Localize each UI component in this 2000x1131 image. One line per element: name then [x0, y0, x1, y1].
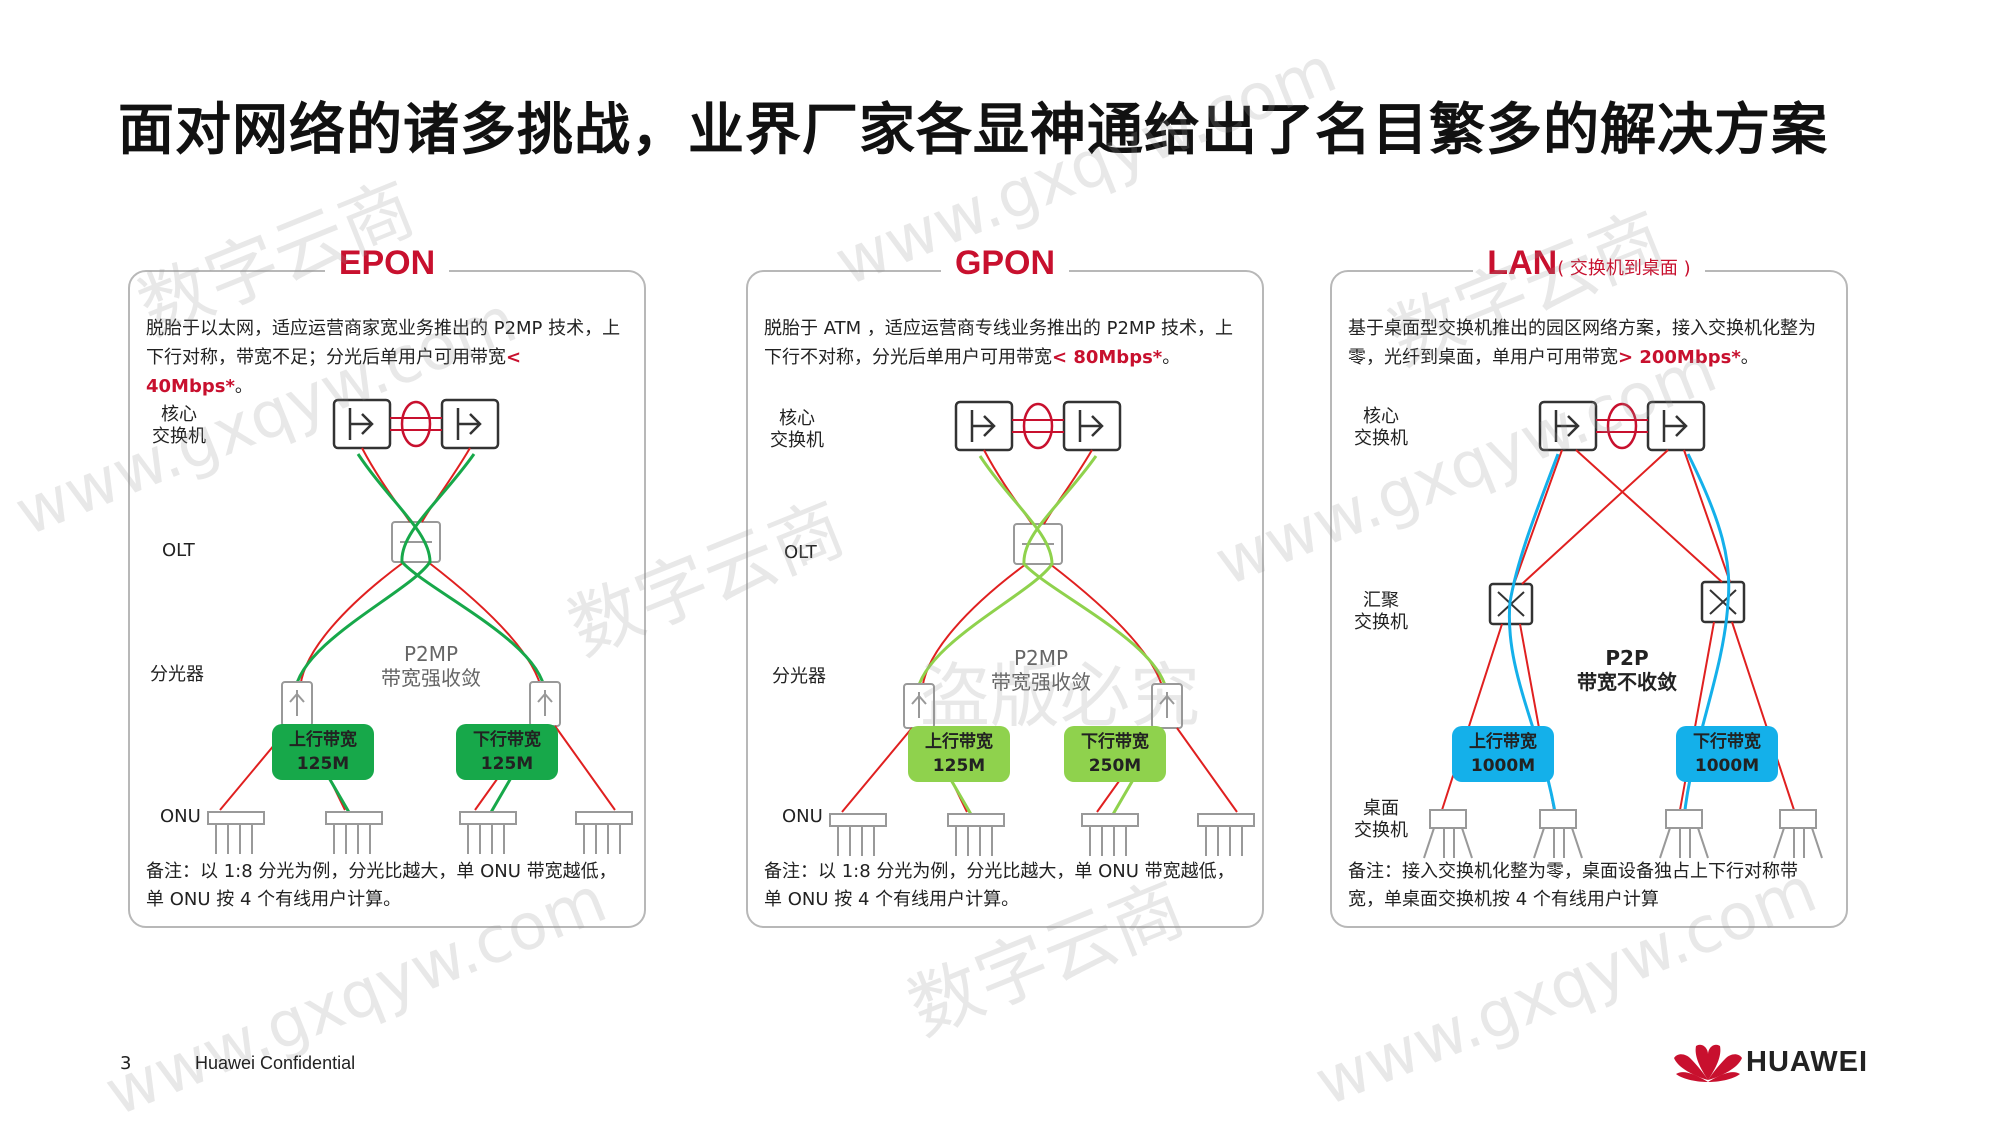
core-switch-label: 核心 交换机 — [152, 404, 206, 447]
gpon-diagram — [829, 400, 1255, 856]
onu-icon — [207, 811, 265, 854]
aggregation-switch-label: 汇聚 交换机 — [1354, 590, 1408, 633]
p2mp-label: P2MP 带宽强收敛 — [381, 642, 481, 690]
onu-icon — [829, 813, 887, 856]
epon-note: 备注：以 1:8 分光为例，分光比越大，单 ONU 带宽越低，单 ONU 按 4… — [146, 861, 617, 910]
onu-icon — [1197, 813, 1255, 856]
link-ring-icon — [1606, 402, 1638, 450]
onu-icon — [947, 813, 1005, 856]
splitter-icon — [1151, 683, 1183, 729]
huawei-logo-icon — [1674, 1044, 1742, 1082]
desktop-switch-label: 桌面 交换机 — [1354, 798, 1408, 841]
olt-label: OLT — [784, 542, 817, 563]
onu-icon — [575, 811, 633, 854]
page-number: 3 — [120, 1053, 132, 1074]
aggregation-switch-icon — [1700, 580, 1746, 624]
link-ring-icon — [1022, 402, 1054, 450]
splitter-icon — [529, 681, 561, 727]
desktop-switch-icon — [1423, 809, 1473, 859]
epon-description: 脱胎于以太网，适应运营商家宽业务推出的 P2MP 技术，上下行对称，带宽不足；分… — [146, 318, 621, 397]
lan-diagram — [1423, 400, 1823, 859]
core-switch-icon — [1646, 400, 1706, 452]
core-switch-label: 核心 交换机 — [770, 408, 824, 451]
core-switch-label: 核心 交换机 — [1354, 406, 1408, 449]
lan-title: LAN — [1487, 244, 1558, 282]
onu-icon — [325, 811, 383, 854]
link-ring-icon — [400, 400, 432, 448]
olt-label: OLT — [162, 540, 195, 561]
splitter-label: 分光器 — [772, 666, 826, 687]
lan-panel: LAN( 交换机到桌面 ) 基于桌面型交换机推出的园区网络方案，接入交换机化整为… — [1330, 244, 1848, 928]
core-switch-icon — [1062, 400, 1122, 452]
onu-icon — [459, 811, 517, 854]
page-title: 面对网络的诸多挑战，业界厂家各显神通给出了名目繁多的解决方案 — [118, 98, 1828, 163]
core-switch-icon — [332, 398, 392, 450]
onu-icon — [1081, 813, 1139, 856]
desktop-switch-icon — [1773, 809, 1823, 859]
epon-diagram — [207, 398, 633, 854]
desktop-switch-icon — [1659, 809, 1709, 859]
confidential-label: Huawei Confidential — [195, 1053, 356, 1073]
core-switch-icon — [954, 400, 1014, 452]
brand-name: HUAWEI — [1746, 1046, 1868, 1078]
lan-subtitle: ( 交换机到桌面 ) — [1557, 258, 1691, 279]
p2p-label: P2P 带宽不收敛 — [1577, 646, 1677, 694]
lan-note: 备注：接入交换机化整为零，桌面设备独占上下行对称带宽，单桌面交换机按 4 个有线… — [1348, 861, 1798, 910]
core-switch-icon — [440, 398, 500, 450]
splitter-icon — [903, 683, 935, 729]
epon-title: EPON — [324, 244, 450, 282]
epon-panel: EPON 脱胎于以太网，适应运营商家宽业务推出的 P2MP 技术，上下行对称，带… — [128, 244, 646, 928]
gpon-note: 备注：以 1:8 分光为例，分光比越大，单 ONU 带宽越低，单 ONU 按 4… — [764, 861, 1235, 910]
splitter-label: 分光器 — [150, 664, 204, 685]
splitter-icon — [281, 681, 313, 727]
lan-description: 基于桌面型交换机推出的园区网络方案，接入交换机化整为零，光纤到桌面，单用户可用带… — [1348, 318, 1816, 368]
onu-label: ONU — [160, 806, 201, 827]
desktop-switch-icon — [1533, 809, 1583, 859]
gpon-description: 脱胎于 ATM ，适应运营商专线业务推出的 P2MP 技术，上下行不对称，分光后… — [764, 318, 1234, 368]
onu-label: ONU — [782, 806, 823, 827]
core-switch-icon — [1538, 400, 1598, 452]
gpon-title: GPON — [940, 244, 1070, 282]
p2mp-label: P2MP 带宽强收敛 — [991, 646, 1091, 694]
gpon-panel: GPON 脱胎于 ATM ，适应运营商专线业务推出的 P2MP 技术，上下行不对… — [746, 244, 1264, 928]
